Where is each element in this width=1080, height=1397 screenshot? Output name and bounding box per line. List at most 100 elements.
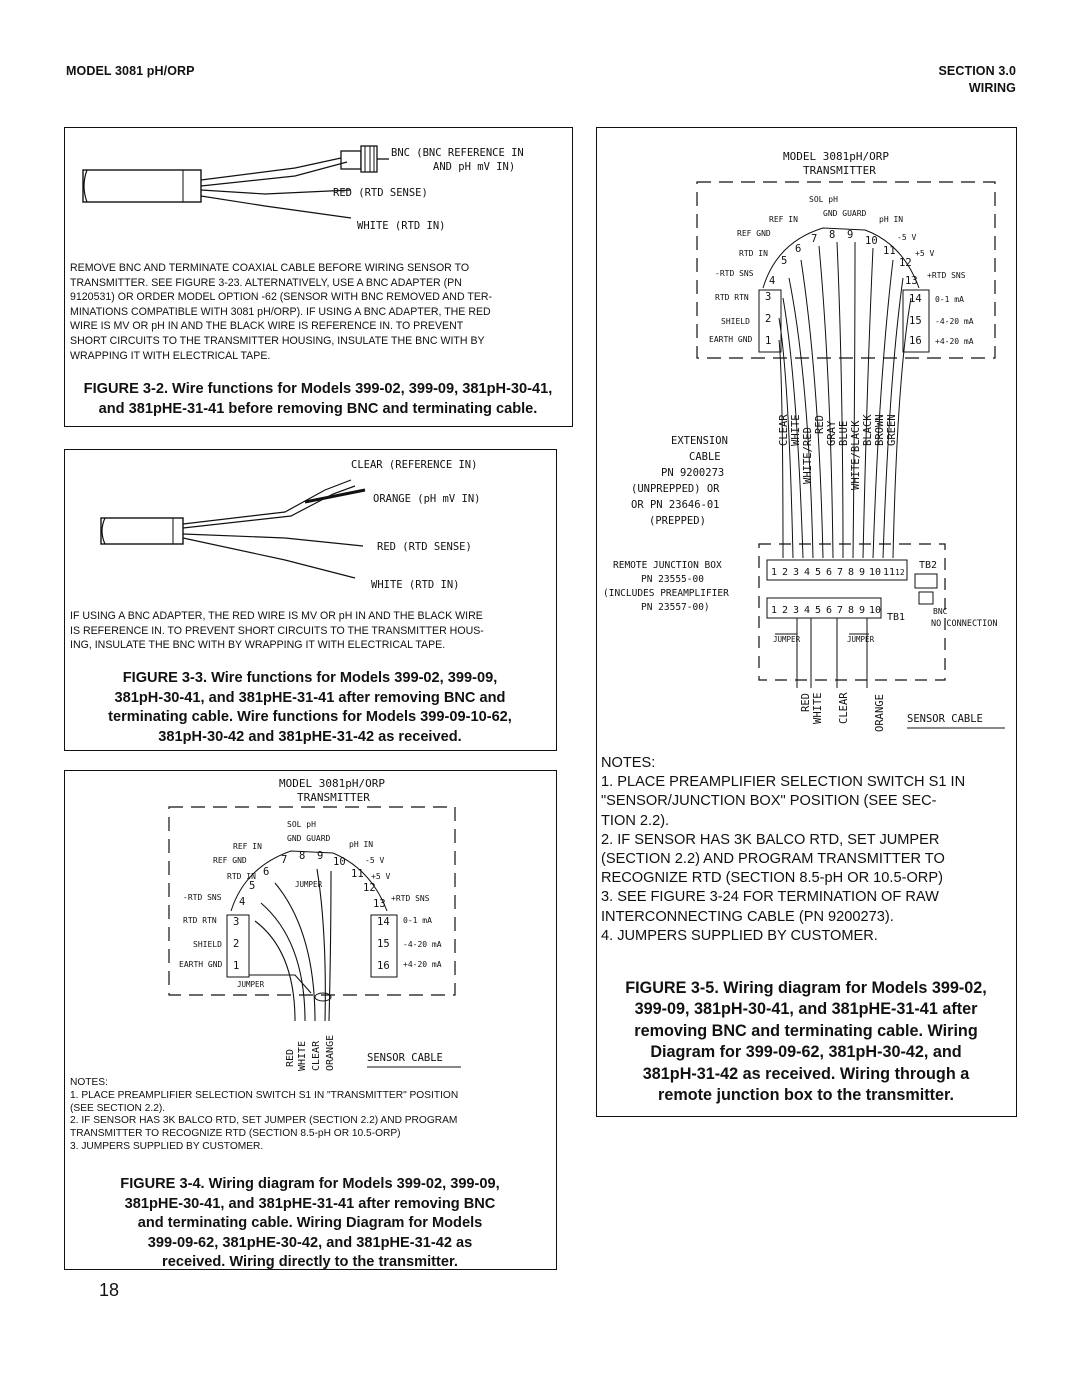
figure-3-3-drawing: CLEAR (REFERENCE IN) ORANGE (pH mV IN) R… bbox=[100, 459, 480, 591]
fig5-caption-line: removing BNC and terminating cable. Wiri… bbox=[634, 1021, 978, 1040]
fig4-refin: REF IN bbox=[233, 842, 262, 851]
fig5-cable-color: CLEAR bbox=[778, 414, 790, 446]
fig5-notes-line: NOTES: bbox=[601, 755, 656, 771]
fig5-wire-orange: ORANGE bbox=[874, 694, 886, 732]
fig3-note-line: IS REFERENCE IN. TO PREVENT SHORT CIRCUI… bbox=[70, 624, 484, 637]
fig4-caption: FIGURE 3-4. Wiring diagram for Models 39… bbox=[65, 1175, 555, 1273]
fig5-rjb-line: (INCLUDES PREAMPLIFIER bbox=[603, 588, 729, 599]
fig5-tb1-num: 8 bbox=[848, 605, 854, 616]
fig4-terminal-2: 2 bbox=[233, 938, 239, 950]
fig5-cable-color: GRAY bbox=[826, 420, 838, 446]
fig5-right-term: 0-1 mA bbox=[935, 295, 964, 304]
fig5-tb2-num: 10 bbox=[869, 567, 881, 578]
fig4-terminal-15: 15 bbox=[377, 938, 390, 950]
fig4-wire-white: WHITE bbox=[297, 1041, 308, 1071]
fig5-right-term: +RTD SNS bbox=[927, 271, 966, 280]
fig5-notes-line: RECOGNIZE RTD (SECTION 8.5-pH OR 10.5-OR… bbox=[601, 870, 943, 887]
fig4-title-1: MODEL 3081pH/ORP bbox=[279, 777, 385, 790]
fig5-notes: NOTES: 1. PLACE PREAMPLIFIER SELECTION S… bbox=[601, 754, 1015, 946]
fig4-notes-line: 3. JUMPERS SUPPLIED BY CUSTOMER. bbox=[70, 1140, 264, 1152]
fig3-caption-line: 381pH-30-41, and 381pHE-31-41 after remo… bbox=[114, 689, 506, 706]
fig5-terminal-1: 1 bbox=[765, 335, 771, 347]
fig5-tb2-num: 4 bbox=[804, 567, 810, 578]
fig5-left-term: REF GND bbox=[737, 229, 771, 238]
fig5-tb1-label: TB1 bbox=[887, 612, 905, 623]
fig5-left-term: RTD IN bbox=[739, 249, 768, 258]
fig3-caption-line: terminating cable. Wire functions for Mo… bbox=[108, 709, 512, 725]
fig3-label-orange: ORANGE (pH mV IN) bbox=[373, 493, 480, 505]
fig4-terminal-4: 4 bbox=[239, 896, 245, 908]
fig4-jumper-label: JUMPER bbox=[295, 880, 323, 889]
fig4-left-term: REF GND bbox=[213, 856, 247, 865]
fig5-phin: pH IN bbox=[879, 215, 903, 224]
figure-3-3-box: CLEAR (REFERENCE IN) ORANGE (pH mV IN) R… bbox=[64, 449, 557, 751]
fig5-ext-line: CABLE bbox=[689, 451, 721, 463]
fig4-right-term: +5 V bbox=[371, 872, 390, 881]
fig5-wire-white: WHITE bbox=[812, 692, 824, 724]
fig5-terminal-8: 8 bbox=[829, 229, 835, 241]
fig5-terminal-10: 10 bbox=[865, 235, 878, 247]
fig5-left-term: SHIELD bbox=[721, 317, 750, 326]
fig5-refin: REF IN bbox=[769, 215, 798, 224]
fig5-notes-line: TION 2.2). bbox=[601, 812, 670, 829]
fig3-label-clear: CLEAR (REFERENCE IN) bbox=[351, 459, 477, 471]
header-section: SECTION 3.0 bbox=[938, 64, 1016, 78]
fig4-terminal-1: 1 bbox=[233, 960, 239, 972]
fig5-notes-line: INTERCONNECTING CABLE (PN 9200273). bbox=[601, 908, 894, 925]
fig5-rjb-line: PN 23555-00 bbox=[641, 574, 704, 585]
fig4-sol-ph: SOL pH bbox=[287, 820, 316, 829]
fig5-terminal-16: 16 bbox=[909, 335, 922, 347]
fig2-note-line: WRAPPING IT WITH ELECTRICAL TAPE. bbox=[70, 349, 271, 362]
fig4-notes-line: 2. IF SENSOR HAS 3K BALCO RTD, SET JUMPE… bbox=[70, 1115, 458, 1127]
fig5-tb2-numbers: 1 2 3 4 5 6 7 8 9 10 11 12 bbox=[771, 567, 905, 578]
fig5-tb1-num: 5 bbox=[815, 605, 821, 616]
fig2-caption-line: and 381pHE-31-41 before removing BNC and… bbox=[98, 400, 538, 417]
fig4-notes-line: NOTES: bbox=[70, 1077, 108, 1088]
fig5-no-connection: NO CONNECTION bbox=[931, 619, 998, 629]
fig5-rjb-line: REMOTE JUNCTION BOX bbox=[613, 560, 722, 571]
fig4-left-term: RTD IN bbox=[227, 872, 256, 881]
fig5-right-term: +4-20 mA bbox=[935, 337, 974, 346]
fig5-terminal-11: 11 bbox=[883, 245, 896, 257]
fig5-ext-line: OR PN 23646-01 bbox=[631, 499, 720, 511]
fig5-tb1-num: 2 bbox=[782, 605, 788, 616]
fig4-title-2: TRANSMITTER bbox=[297, 791, 370, 804]
fig5-tb2-label: TB2 bbox=[919, 560, 937, 571]
fig5-tb2-num: 12 bbox=[895, 568, 905, 577]
fig5-title-1: MODEL 3081pH/ORP bbox=[783, 150, 889, 163]
fig5-terminal-3: 3 bbox=[765, 291, 771, 303]
fig5-caption: FIGURE 3-5. Wiring diagram for Models 39… bbox=[597, 978, 1015, 1106]
figure-3-4-box: MODEL 3081pH/ORP TRANSMITTER SOL pH REF … bbox=[64, 770, 557, 1270]
fig5-notes-line: "SENSOR/JUNCTION BOX" POSITION (SEE SEC- bbox=[601, 793, 937, 810]
fig4-wire-orange: ORANGE bbox=[325, 1035, 336, 1071]
fig5-right-term: -4-20 mA bbox=[935, 317, 974, 326]
header-wiring: WIRING bbox=[968, 81, 1016, 95]
figure-3-2-drawing: BNC (BNC REFERENCE IN AND pH mV IN) RED … bbox=[82, 145, 524, 232]
fig5-title-2: TRANSMITTER bbox=[803, 164, 876, 177]
fig5-notes-line: (SECTION 2.2) AND PROGRAM TRANSMITTER TO bbox=[601, 851, 945, 868]
fig5-terminal-14: 14 bbox=[909, 293, 922, 305]
fig5-terminal-7: 7 bbox=[811, 233, 817, 245]
fig5-jumper-2: JUMPER bbox=[847, 635, 875, 644]
fig3-label-red: RED (RTD SENSE) bbox=[377, 541, 472, 553]
fig2-label-red: RED (RTD SENSE) bbox=[333, 187, 428, 199]
fig5-tb2-num: 3 bbox=[793, 567, 799, 578]
fig5-ext-line: (PREPPED) bbox=[649, 515, 706, 527]
fig4-caption-line: 399-09-62, 381pHE-30-42, and 381pHE-31-4… bbox=[147, 1234, 473, 1251]
fig2-caption-line: FIGURE 3-2. Wire functions for Models 39… bbox=[83, 381, 553, 397]
fig4-terminal-3: 3 bbox=[233, 916, 239, 928]
fig5-tb2-num: 7 bbox=[837, 567, 843, 578]
fig5-tb2-num: 1 bbox=[771, 567, 777, 578]
fig5-notes-line: 1. PLACE PREAMPLIFIER SELECTION SWITCH S… bbox=[601, 774, 966, 791]
fig2-label-bnc: BNC (BNC REFERENCE IN bbox=[391, 147, 524, 159]
fig5-terminal-4: 4 bbox=[769, 275, 775, 287]
fig5-tb2-num: 11 bbox=[883, 567, 895, 578]
fig5-tb1-num: 3 bbox=[793, 605, 799, 616]
fig3-note-line: IF USING A BNC ADAPTER, THE RED WIRE IS … bbox=[70, 610, 483, 622]
fig4-left-term: RTD RTN bbox=[183, 916, 217, 925]
fig4-terminal-16: 16 bbox=[377, 960, 390, 972]
fig5-cable-color: BLACK bbox=[862, 414, 874, 446]
fig5-cable-color: BROWN bbox=[874, 414, 886, 446]
fig4-right-term: +4-20 mA bbox=[403, 960, 442, 969]
fig3-label-white: WHITE (RTD IN) bbox=[371, 579, 460, 591]
